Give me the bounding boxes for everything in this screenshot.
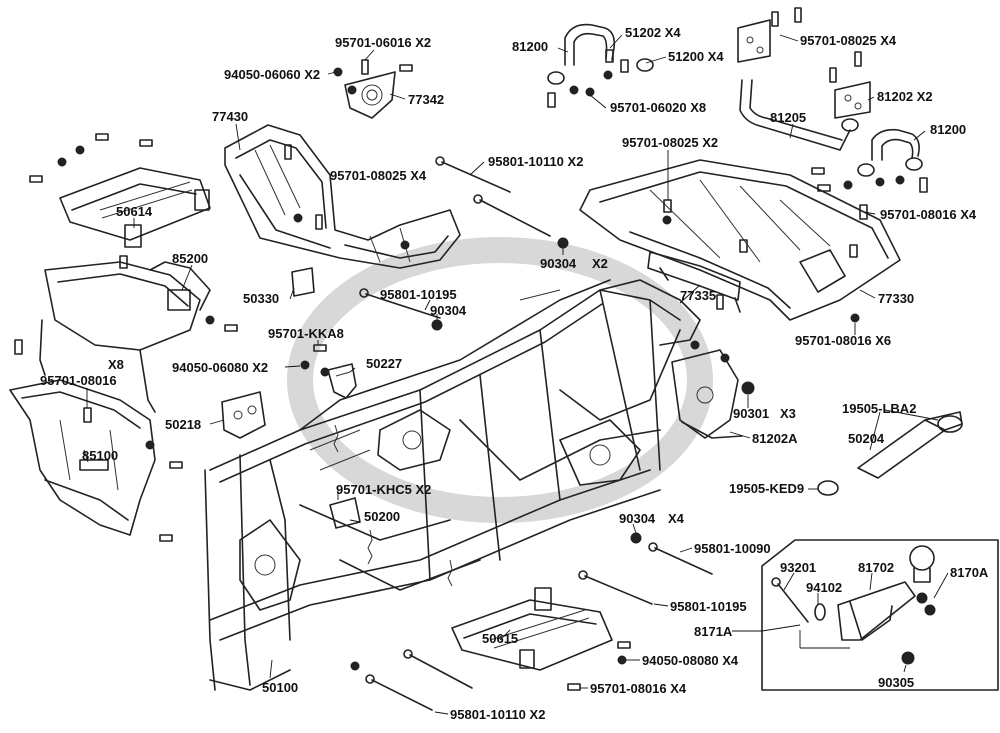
bolts-kka8 <box>300 344 330 377</box>
label-94050-06080: 94050-06080 X2 <box>172 360 268 375</box>
clamp-19505-lba2 <box>937 415 963 433</box>
label-90304-a: 90304 <box>540 256 577 271</box>
label-95701-06020: 95701-06020 X8 <box>610 100 706 115</box>
cover-50204 <box>857 411 963 479</box>
long-bolts-95801-10110-upper <box>435 156 569 249</box>
bracket-50227 <box>327 363 357 399</box>
label-95801-10195-a: 95801-10195 <box>380 287 457 302</box>
hitch-81702 <box>837 581 916 641</box>
label-50100: 50100 <box>262 680 298 695</box>
label-51200: 51200 X4 <box>668 49 724 64</box>
front-rack-77430 <box>224 124 461 269</box>
label-90301: 90301 <box>733 406 769 421</box>
footrest-50615 <box>451 587 613 671</box>
bracket-81202 <box>737 7 871 119</box>
label-77330: 77330 <box>878 291 914 306</box>
label-x8: X8 <box>108 357 124 372</box>
nut-90305 <box>901 651 915 665</box>
label-94050-06060: 94050-06060 X2 <box>224 67 320 82</box>
label-8170a: 8170A <box>950 565 989 580</box>
nut-90301 <box>741 381 755 395</box>
pin-93201 <box>771 577 809 623</box>
bolts-right-handle <box>811 167 928 220</box>
label-81200-top: 81200 <box>512 39 548 54</box>
label-x3: X3 <box>780 406 796 421</box>
label-81202a: 81202A <box>752 431 798 446</box>
label-8171a: 8171A <box>694 624 733 639</box>
long-bolt-95801-10195-upper <box>359 288 443 331</box>
label-81202: 81202 X2 <box>877 89 933 104</box>
label-50330: 50330 <box>243 291 279 306</box>
label-x4-a: X4 <box>668 511 685 526</box>
label-77342: 77342 <box>408 92 444 107</box>
plate-77342 <box>344 71 396 119</box>
label-95801-10110-a: 95801-10110 X2 <box>488 154 583 169</box>
label-95701-kka8: 95701-KKA8 <box>268 326 344 341</box>
bracket-77335 <box>647 251 741 313</box>
label-50218: 50218 <box>165 417 201 432</box>
bracket-50218 <box>221 391 266 439</box>
plate-50330 <box>291 267 315 297</box>
clamp-19505-ked9 <box>817 480 839 496</box>
label-50204: 50204 <box>848 431 885 446</box>
label-95701-08025-c: 95701-08025 X2 <box>622 135 718 150</box>
label-x2-a: X2 <box>592 256 608 271</box>
bracket-50200 <box>329 497 361 529</box>
hitch-inset-box <box>761 539 999 691</box>
label-77430: 77430 <box>212 109 248 124</box>
rear-rack-77330 <box>579 159 901 323</box>
label-90305: 90305 <box>878 675 914 690</box>
label-93201: 93201 <box>780 560 816 575</box>
bar-81205 <box>739 79 859 151</box>
handle-81200-top <box>547 23 654 85</box>
label-95701-08016-c: 95701-08016 <box>40 373 117 388</box>
label-77335: 77335 <box>680 288 716 303</box>
label-90304-b: 90304 <box>430 303 467 318</box>
label-94102: 94102 <box>806 580 842 595</box>
watermark-logo <box>287 237 713 523</box>
label-85200: 85200 <box>172 251 208 266</box>
label-95801-10090: 95801-10090 <box>694 541 771 556</box>
label-19505-ked9: 19505-KED9 <box>729 481 804 496</box>
label-50200: 50200 <box>364 509 400 524</box>
long-bolt-95801-10090 <box>630 532 713 575</box>
handle-81200-right <box>857 128 923 177</box>
bolts-51200-51202 <box>547 49 629 108</box>
label-51202: 51202 X4 <box>625 25 681 40</box>
label-95701-08016-d: 95701-08016 X4 <box>590 681 687 696</box>
label-90304-c: 90304 <box>619 511 656 526</box>
label-81702: 81702 <box>858 560 894 575</box>
long-bolt-95801-10110-lower <box>350 649 473 711</box>
label-95701-08025-a: 95701-08025 X4 <box>800 33 897 48</box>
plate-81202a <box>671 340 743 439</box>
bolt-group-77342 <box>333 59 413 95</box>
frame-85200 <box>14 255 238 413</box>
label-50615: 50615 <box>482 631 518 646</box>
label-95701-khc5: 95701-KHC5 X2 <box>336 482 431 497</box>
main-frame-50100 <box>204 279 701 691</box>
label-50614: 50614 <box>116 204 153 219</box>
label-95701-08016-b: 95701-08016 X6 <box>795 333 891 348</box>
footrest-50614 <box>29 133 211 248</box>
label-19505-lba2: 19505-LBA2 <box>842 401 916 416</box>
label-81200-right: 81200 <box>930 122 966 137</box>
leader-lines <box>83 34 949 715</box>
washer-94102 <box>814 603 826 621</box>
label-95801-10110-b: 95801-10110 X2 <box>450 707 545 722</box>
long-bolt-95801-10195-lower <box>578 570 653 605</box>
label-95701-06016: 95701-06016 X2 <box>335 35 431 50</box>
label-95801-10195-b: 95801-10195 <box>670 599 747 614</box>
part-labels: 95701-06016 X2 94050-06060 X2 77342 8120… <box>40 25 989 722</box>
label-95701-08025-b: 95701-08025 X4 <box>330 168 427 183</box>
label-50227: 50227 <box>366 356 402 371</box>
label-95701-08016-a: 95701-08016 X4 <box>880 207 977 222</box>
ball-8170a <box>909 545 936 616</box>
label-94050-08080: 94050-08080 X4 <box>642 653 739 668</box>
label-85100: 85100 <box>82 448 118 463</box>
label-81205: 81205 <box>770 110 806 125</box>
